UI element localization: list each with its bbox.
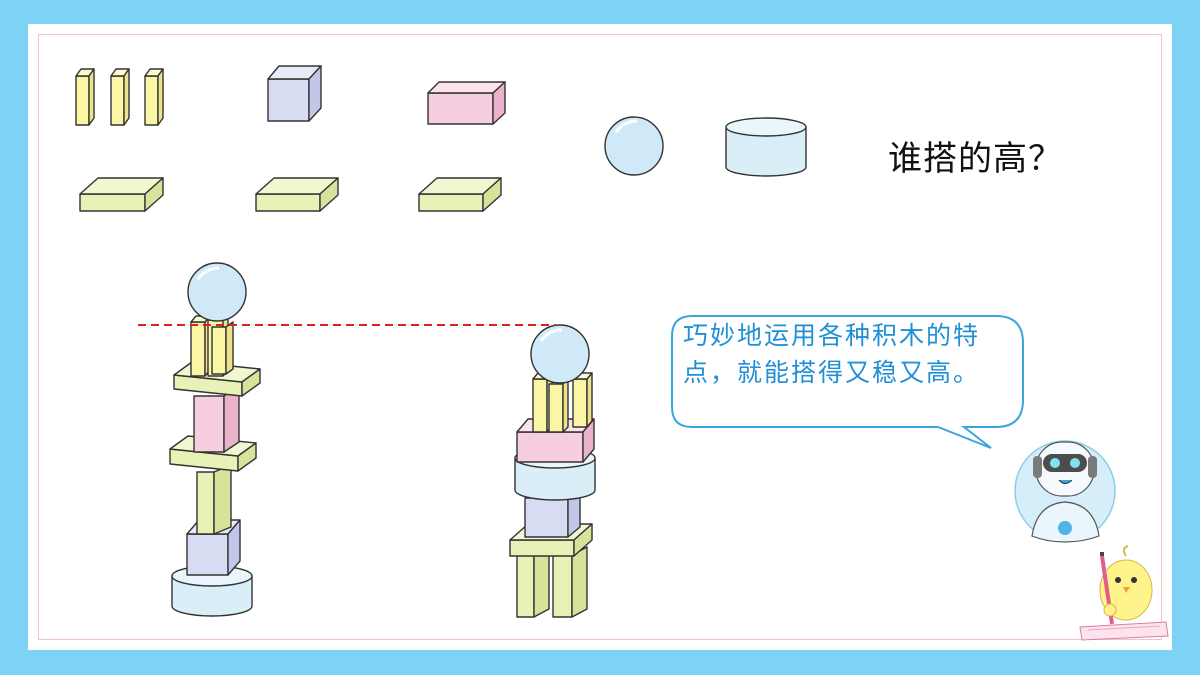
prism-block-icon	[75, 68, 164, 126]
speech-bubble	[671, 315, 1024, 449]
slide: 谁搭的高？ 巧妙地运用各种积木的特点，就能搭得又稳又高。	[28, 24, 1172, 650]
question-title: 谁搭的高？	[888, 139, 1063, 179]
sphere-block-icon	[604, 116, 664, 176]
left-tower	[169, 262, 261, 617]
right-tower	[509, 324, 596, 618]
cube-block-icon	[267, 65, 322, 122]
block-illustration	[75, 65, 1169, 641]
robot-avatar-icon	[1014, 440, 1116, 543]
slide-border	[38, 34, 1162, 640]
cuboid-block-icon	[427, 81, 506, 125]
cylinder-block-icon	[725, 117, 807, 177]
speech-bubble-text: 巧妙地运用各种积木的特点，就能搭得又稳又高。	[683, 321, 981, 387]
chick-writing-icon	[1079, 545, 1169, 641]
flat-cuboid-block-icon	[79, 177, 502, 212]
